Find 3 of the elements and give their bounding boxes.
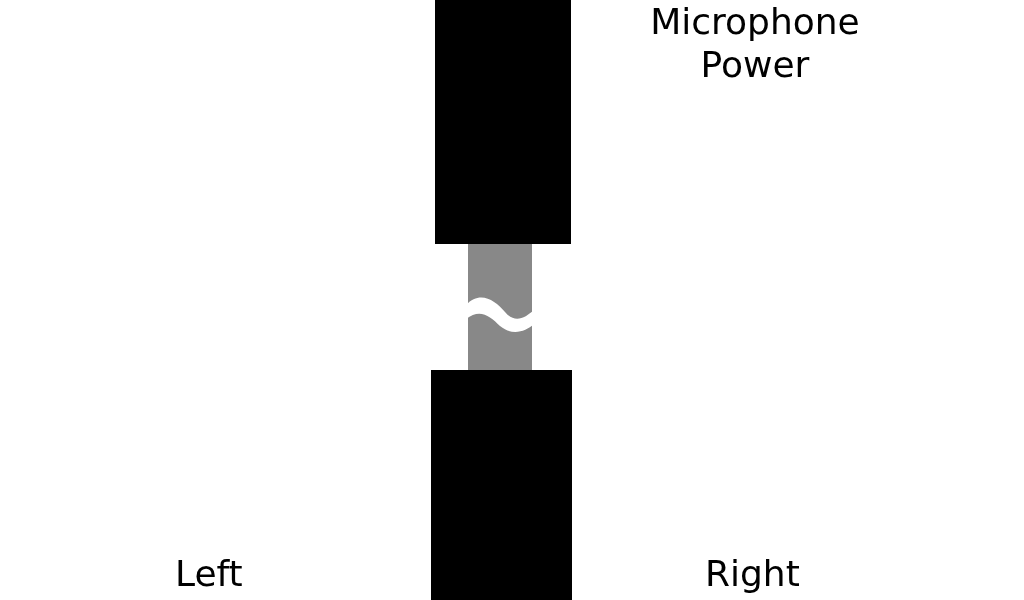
- part-label: Right: [705, 552, 800, 596]
- part-label: Microphone Power: [649, 0, 861, 87]
- part-label: Left: [175, 552, 243, 596]
